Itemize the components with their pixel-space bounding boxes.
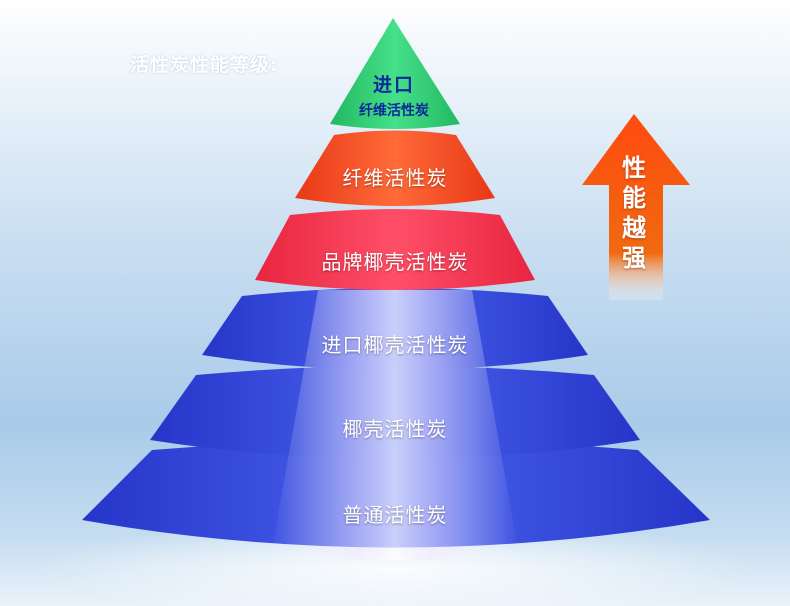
- tier-shape-1: [295, 130, 495, 206]
- tier-label-2: 品牌椰壳活性炭: [321, 250, 469, 274]
- tier-label-4: 椰壳活性炭: [342, 417, 448, 441]
- light-beam: [270, 290, 520, 560]
- tier-shape-2: [255, 209, 535, 290]
- arrow-char-3: 越: [622, 214, 646, 242]
- pyramid-base-glow: [35, 520, 755, 606]
- page-heading: 活性炭性能等级:: [130, 54, 279, 76]
- arrow-char-1: 性: [622, 154, 646, 182]
- top-tier-label-line1: 进口: [372, 74, 415, 96]
- top-tier-shape: [330, 18, 460, 129]
- tier-label-3: 进口椰壳活性炭: [321, 333, 469, 357]
- tier-label-5: 普通活性炭: [342, 503, 448, 527]
- arrow-label: 性 能 越 强: [612, 153, 656, 273]
- performance-arrow-icon: [582, 114, 690, 300]
- arrow-char-4: 强: [622, 244, 646, 272]
- top-tier-label-line2: 纤维活性炭: [359, 103, 429, 119]
- arrow-char-2: 能: [622, 184, 646, 212]
- tier-label-1: 纤维活性炭: [342, 166, 448, 190]
